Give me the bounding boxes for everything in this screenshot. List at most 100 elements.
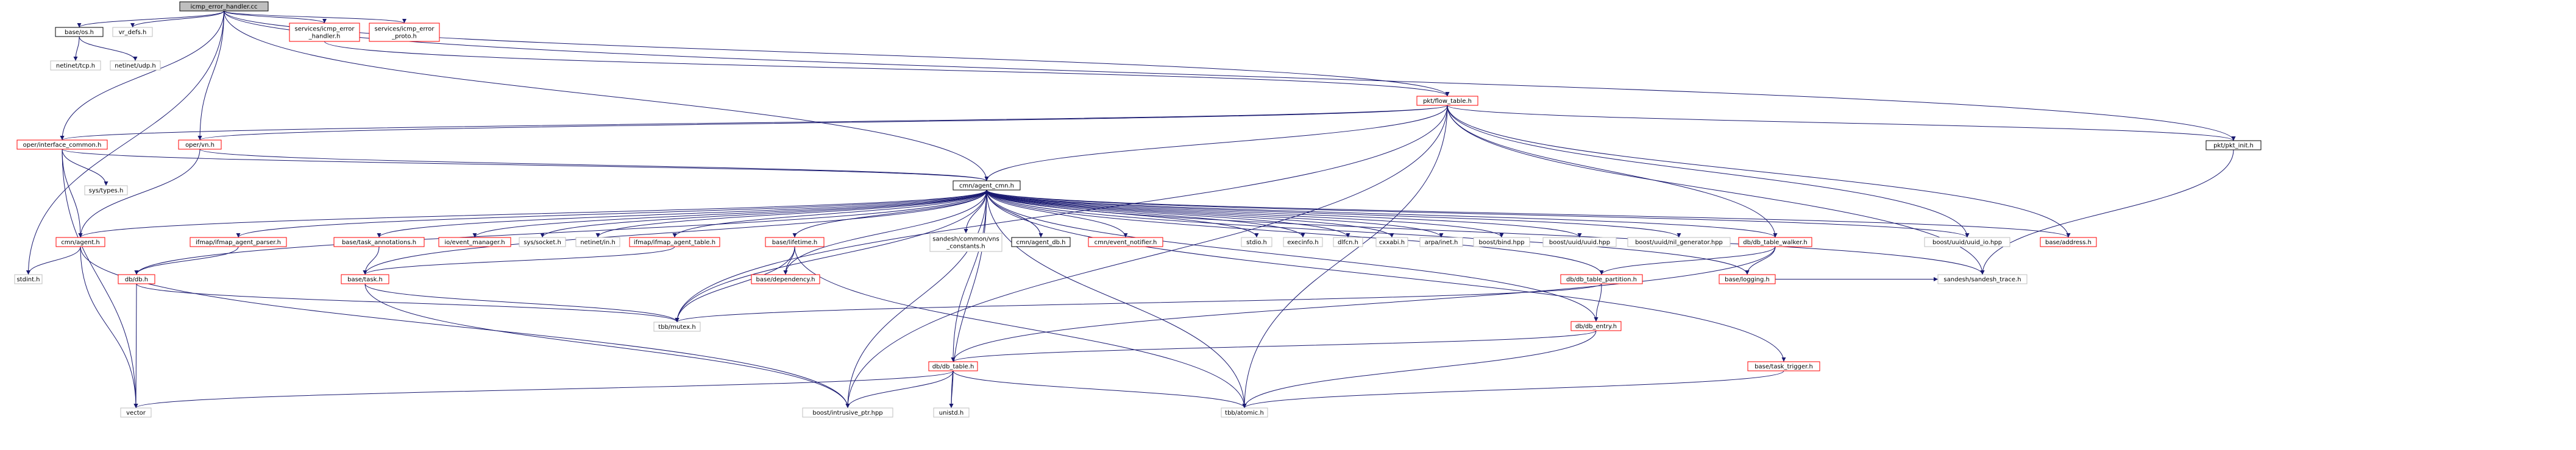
node-base-logging[interactable]: base/logging.h [1719, 274, 1776, 284]
node-cmn-agent-cmn[interactable]: cmn/agent_cmn.h [953, 180, 1021, 191]
node-execinfo[interactable]: execinfo.h [1283, 237, 1323, 247]
node-boost-nil-gen[interactable]: boost/uuid/nil_generator.hpp [1627, 237, 1731, 247]
node-dlfcn[interactable]: dlfcn.h [1333, 237, 1363, 247]
edge-root-to-svc_icmp_handler [224, 10, 327, 24]
node-vr-defs[interactable]: vr_defs.h [112, 27, 153, 37]
node-io-event-manager[interactable]: io/event_manager.h [438, 237, 511, 247]
edge-pkt_flow_table-to-cmn_agent_cmn [984, 105, 1448, 181]
node-label: netinet/in.h [580, 239, 616, 246]
node-label: sandesh/sandesh_trace.h [1943, 276, 2021, 283]
node-boost-uuid-io[interactable]: boost/uuid/uuid_io.hpp [1924, 237, 2010, 247]
node-tbb-mutex[interactable]: tbb/mutex.h [653, 322, 701, 332]
node-base-lifetime[interactable]: base/lifetime.h [765, 237, 825, 247]
node-box [2205, 140, 2262, 150]
node-base-os[interactable]: base/os.h [55, 27, 104, 37]
node-db-table-partition[interactable]: db/db_table_partition.h [1560, 274, 1643, 284]
node-box [179, 1, 269, 12]
edge-pkt_flow_table-to-tbb_atomic [1242, 105, 1448, 409]
node-label: oper/interface_common.h [23, 142, 102, 149]
edge-db_table_partition-to-db_entry [1594, 283, 1602, 322]
node-root: icmp_error_handler.cc [179, 1, 269, 12]
edge-pkt_flow_table-to-oper_vn [198, 105, 1448, 141]
node-ifmap-agent-table[interactable]: ifmap/ifmap_agent_table.h [629, 237, 720, 247]
node-label: base/address.h [2045, 239, 2092, 246]
edge-pkt_pkt_init-to-sandesh_trace [1980, 149, 2234, 275]
node-label: execinfo.h [1287, 239, 1318, 246]
node-sandesh-vns-constants[interactable]: sandesh/common/vns_constants.h [929, 233, 1002, 252]
node-sys-socket[interactable]: sys/socket.h [519, 237, 566, 247]
edge-db_table_walker-to-db_table [951, 246, 1776, 362]
edge-cmn_agent_cmn-to-cmn_agent [78, 189, 987, 238]
node-label: base/lifetime.h [772, 239, 818, 246]
node-base-address[interactable]: base/address.h [2040, 237, 2097, 247]
node-box [1241, 237, 1272, 247]
node-netinet-tcp[interactable]: netinet/tcp.h [50, 60, 101, 71]
node-box [953, 180, 1021, 191]
edge-root-to-stdint [26, 10, 224, 275]
node-label: icmp_error_handler.cc [190, 4, 257, 10]
edge-base_os-to-netinet_udp [79, 36, 138, 62]
node-base-dependency[interactable]: base/dependency.h [751, 274, 820, 284]
node-stdint[interactable]: stdint.h [14, 274, 43, 284]
edge-cmn_agent_cmn-to-cxxabi [986, 189, 1394, 238]
node-stdio[interactable]: stdio.h [1241, 237, 1272, 247]
node-label: db/db.h [125, 276, 148, 283]
node-oper-vn[interactable]: oper/vn.h [178, 139, 222, 150]
node-cmn-agent-db[interactable]: cmn/agent_db.h [1011, 237, 1071, 247]
node-box [1937, 274, 2028, 284]
node-label: oper/vn.h [185, 142, 215, 149]
node-label: _constants.h [946, 244, 985, 250]
edge-root-to-oper_interface_common [60, 10, 224, 141]
node-boost-uuid[interactable]: boost/uuid/uuid.hpp [1542, 237, 1617, 247]
node-unistd[interactable]: unistd.h [933, 407, 970, 418]
node-cmn-event-notifier[interactable]: cmn/event_notifier.h [1088, 237, 1163, 247]
node-pkt-pkt-init[interactable]: pkt/pkt_init.h [2205, 140, 2262, 150]
node-label: base/dependency.h [756, 276, 815, 283]
node-cmn-agent[interactable]: cmn/agent.h [55, 237, 105, 247]
node-svc-icmp-handler[interactable]: services/icmp_error_handler.h [289, 23, 360, 42]
edge-base_os-to-netinet_tcp [73, 36, 80, 62]
node-netinet-in[interactable]: netinet/in.h [575, 237, 620, 247]
edge-root-to-vr_defs [130, 10, 224, 28]
edge-base_lifetime-to-tbb_atomic [794, 246, 1247, 409]
node-box [519, 237, 566, 247]
node-sys-types[interactable]: sys/types.h [84, 185, 128, 195]
edge-pkt_flow_table-to-base_address [1447, 105, 2071, 238]
node-boost-bind[interactable]: boost/bind.hpp [1473, 237, 1530, 247]
node-arpa-inet[interactable]: arpa/inet.h [1419, 237, 1463, 247]
node-db-table-walker[interactable]: db/db_table_walker.h [1738, 237, 1812, 247]
node-box [1416, 96, 1478, 106]
edge-root-to-oper_vn [197, 10, 224, 141]
node-sandesh-trace[interactable]: sandesh/sandesh_trace.h [1937, 274, 2028, 284]
edge-cmn_agent-to-vector [80, 246, 138, 409]
node-box [575, 237, 620, 247]
node-db-table[interactable]: db/db_table.h [928, 361, 978, 371]
node-ifmap-agent-parser[interactable]: ifmap/ifmap_agent_parser.h [190, 237, 287, 247]
edge-cmn_agent_cmn-to-boost_uuid [986, 189, 1582, 238]
node-netinet-udp[interactable]: netinet/udp.h [110, 60, 161, 71]
node-vector[interactable]: vector [120, 407, 152, 418]
node-box [1419, 237, 1463, 247]
node-base-task[interactable]: base/task.h [341, 274, 389, 284]
node-db-entry[interactable]: db/db_entry.h [1570, 321, 1622, 331]
node-box [55, 27, 104, 37]
node-tbb-atomic[interactable]: tbb/atomic.h [1221, 407, 1268, 418]
node-box [110, 60, 161, 71]
node-pkt-flow-table[interactable]: pkt/flow_table.h [1416, 96, 1478, 106]
node-box [2040, 237, 2097, 247]
node-label: netinet/tcp.h [56, 63, 95, 69]
node-boost-intrusive-ptr[interactable]: boost/intrusive_ptr.hpp [802, 407, 893, 418]
node-oper-interface-common[interactable]: oper/interface_common.h [16, 139, 108, 150]
node-base-task-annotations[interactable]: base/task_annotations.h [333, 237, 425, 247]
node-label: ifmap/ifmap_agent_parser.h [196, 239, 281, 246]
node-box [802, 407, 893, 418]
node-box [16, 139, 108, 150]
node-svc-icmp-proto[interactable]: services/icmp_error_proto.h [369, 23, 440, 42]
node-base-task-trigger[interactable]: base/task_trigger.h [1747, 361, 1820, 371]
node-db-db[interactable]: db/db.h [118, 274, 155, 284]
node-box [765, 237, 825, 247]
node-box [1560, 274, 1643, 284]
node-cxxabi[interactable]: cxxabi.h [1375, 237, 1408, 247]
edge-base_lifetime-to-tbb_mutex [675, 246, 795, 323]
